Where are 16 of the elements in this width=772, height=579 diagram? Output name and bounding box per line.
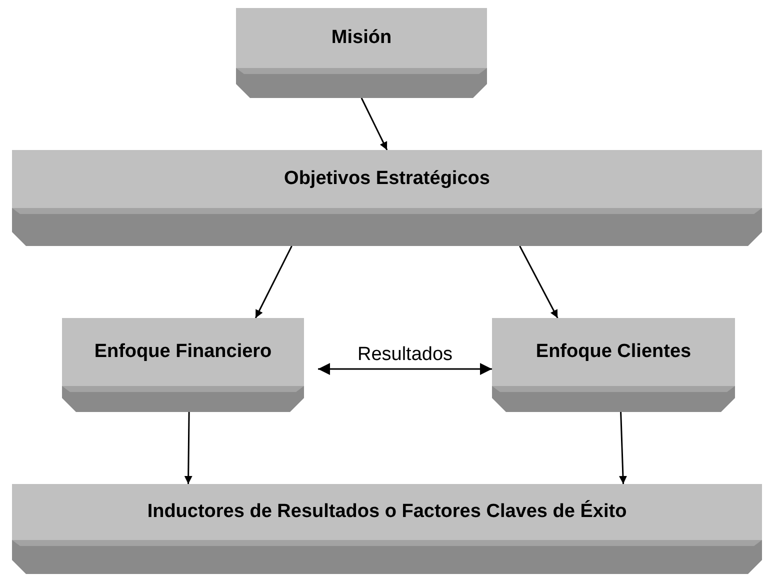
box-label: Misión <box>331 27 392 49</box>
bevel-box <box>12 150 762 246</box>
arrow <box>519 246 558 318</box>
arrow <box>618 412 627 484</box>
box-label: Inductores de Resultados o Factores Claves de Éxito <box>147 501 627 523</box>
box-label: Enfoque Clientes <box>536 341 692 363</box>
bevel-box <box>492 318 735 412</box>
box-label: Objetivos Estratégicos <box>284 168 490 190</box>
bevel-box <box>62 318 304 412</box>
bevel-box <box>12 484 762 574</box>
arrow <box>360 98 388 150</box>
bevel-box <box>236 8 487 98</box>
arrow <box>184 412 192 484</box>
arrow <box>318 363 492 375</box>
box-label: Enfoque Financiero <box>94 341 272 363</box>
arrow <box>254 246 292 318</box>
